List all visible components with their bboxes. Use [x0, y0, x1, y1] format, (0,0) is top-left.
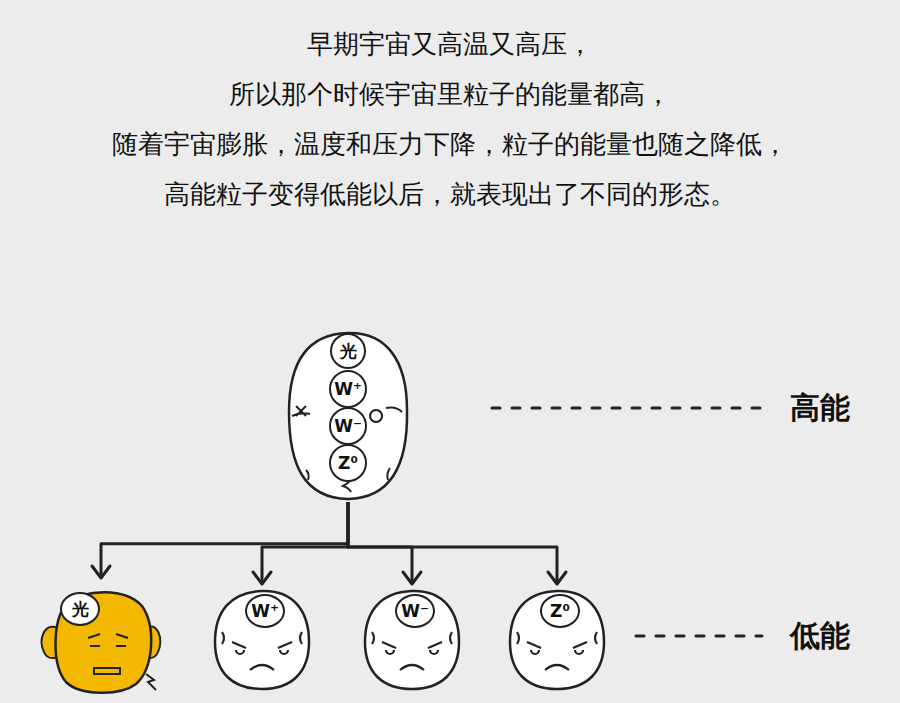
particle-circle: W⁺: [329, 370, 367, 408]
split-arrow: [348, 502, 566, 584]
particle-character: W⁻: [362, 588, 462, 692]
arrowhead: [253, 572, 271, 584]
particle-circle: 光: [330, 333, 366, 369]
split-arrow: [253, 502, 348, 584]
particle-symbol: Z⁰: [338, 453, 358, 473]
particle-character: 光: [36, 582, 166, 698]
particle-circle: W⁻: [329, 407, 367, 445]
particle-symbol: W⁺: [334, 379, 362, 399]
particle-symbol: W⁻: [395, 594, 435, 628]
intro-text: 早期宇宙又高温又高压，: [0, 28, 900, 60]
energy-level-label: 高能: [790, 388, 850, 429]
arrowhead: [403, 572, 421, 584]
connector-line: [101, 502, 348, 578]
particle-symbol: W⁺: [245, 594, 285, 628]
particle-symbol: Z⁰: [540, 594, 580, 628]
arrowhead: [92, 566, 110, 578]
particle-circle: Z⁰: [329, 444, 367, 482]
particle-character: W⁺: [212, 588, 312, 692]
dashed-leader: [492, 407, 762, 410]
split-arrow: [348, 502, 421, 584]
particle-character: Z⁰: [507, 588, 607, 692]
energy-level-label: 低能: [790, 616, 850, 657]
arrowhead: [548, 572, 566, 584]
particle-symbol: W⁻: [334, 416, 362, 436]
connector-line: [348, 502, 557, 584]
dashed-leader: [636, 635, 762, 638]
particle-cluster: 光 W⁺ W⁻ Z⁰: [286, 330, 410, 502]
connector-line: [262, 502, 348, 584]
intro-text: 高能粒子变得低能以后，就表现出了不同的形态。: [0, 178, 900, 210]
intro-text: 随着宇宙膨胀，温度和压力下降，粒子的能量也随之降低，: [0, 128, 900, 160]
intro-text: 所以那个时候宇宙里粒子的能量都高，: [0, 78, 900, 110]
strong-photon: [36, 582, 166, 698]
particle-symbol: 光: [340, 340, 357, 363]
particle-symbol: 光: [60, 592, 100, 626]
split-arrow: [92, 502, 348, 578]
